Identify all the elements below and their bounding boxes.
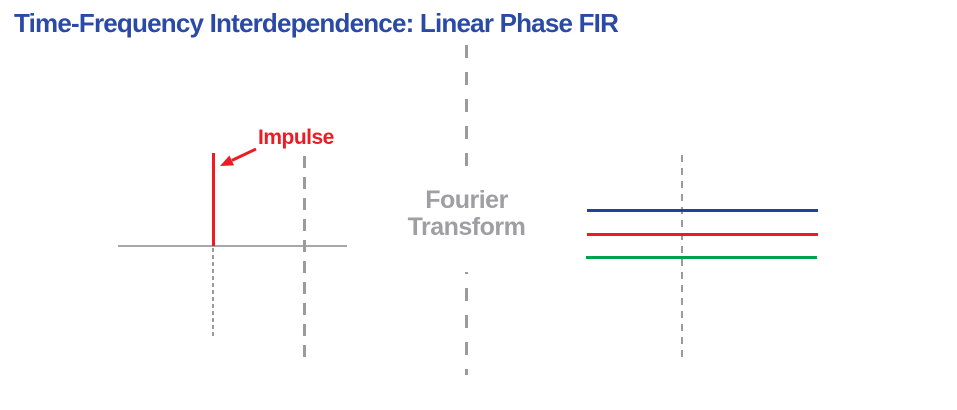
flat-magnitude-line-green [586, 256, 817, 259]
page-title: Time-Frequency Interdependence: Linear P… [14, 8, 619, 38]
fourier-transform-label: Fourier Transform [386, 187, 547, 241]
time-axis-line [118, 245, 347, 247]
time-domain-symmetry-dashed-line [303, 156, 306, 358]
fourier-transform-label-line2: Transform [407, 213, 526, 241]
fourier-transform-label-line1: Fourier [425, 186, 508, 214]
impulse-arrow-icon [220, 147, 257, 166]
flat-magnitude-line-blue [587, 209, 818, 212]
fourier-transform-box [430, 166, 503, 272]
impulse-dashed-extension-line [212, 248, 214, 336]
impulse-line [212, 153, 215, 246]
flat-magnitude-line-red [587, 233, 818, 236]
impulse-label: Impulse [258, 126, 334, 149]
